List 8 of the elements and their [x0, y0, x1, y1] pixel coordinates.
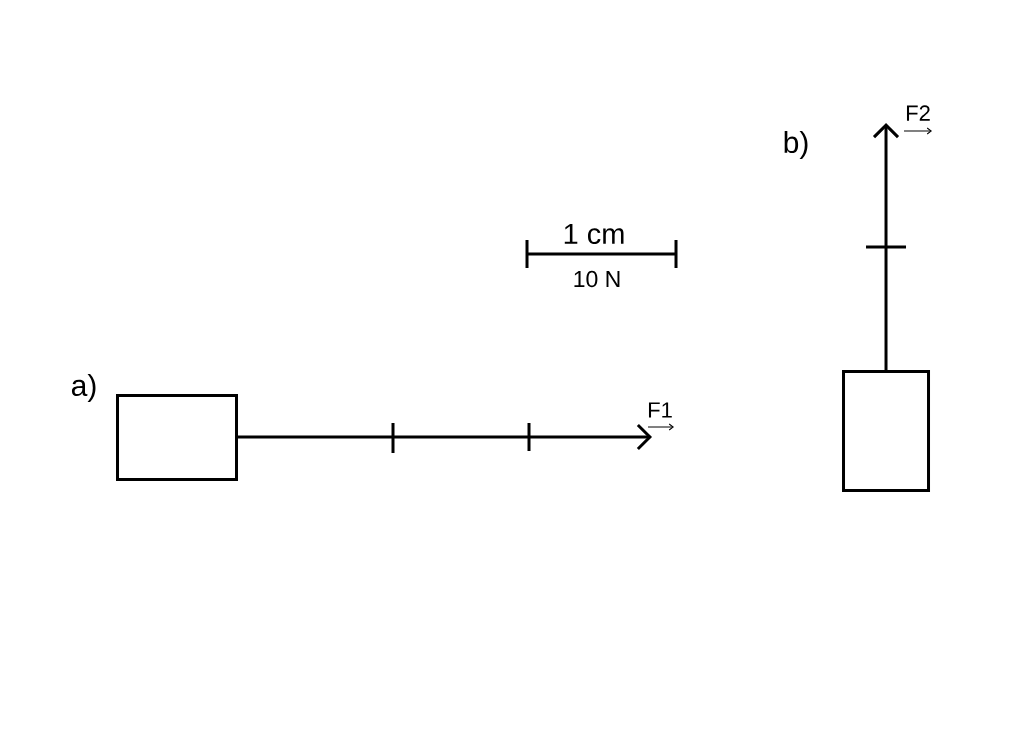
block-box: [842, 370, 930, 492]
scale-label: 10 N: [574, 270, 620, 288]
scale-label: 1 cm: [564, 223, 624, 245]
label-text: b): [784, 131, 808, 159]
force-label: F2: [907, 105, 930, 121]
block-box: [116, 394, 238, 481]
label-text: a): [71, 374, 96, 402]
force-label: F1: [649, 402, 672, 418]
